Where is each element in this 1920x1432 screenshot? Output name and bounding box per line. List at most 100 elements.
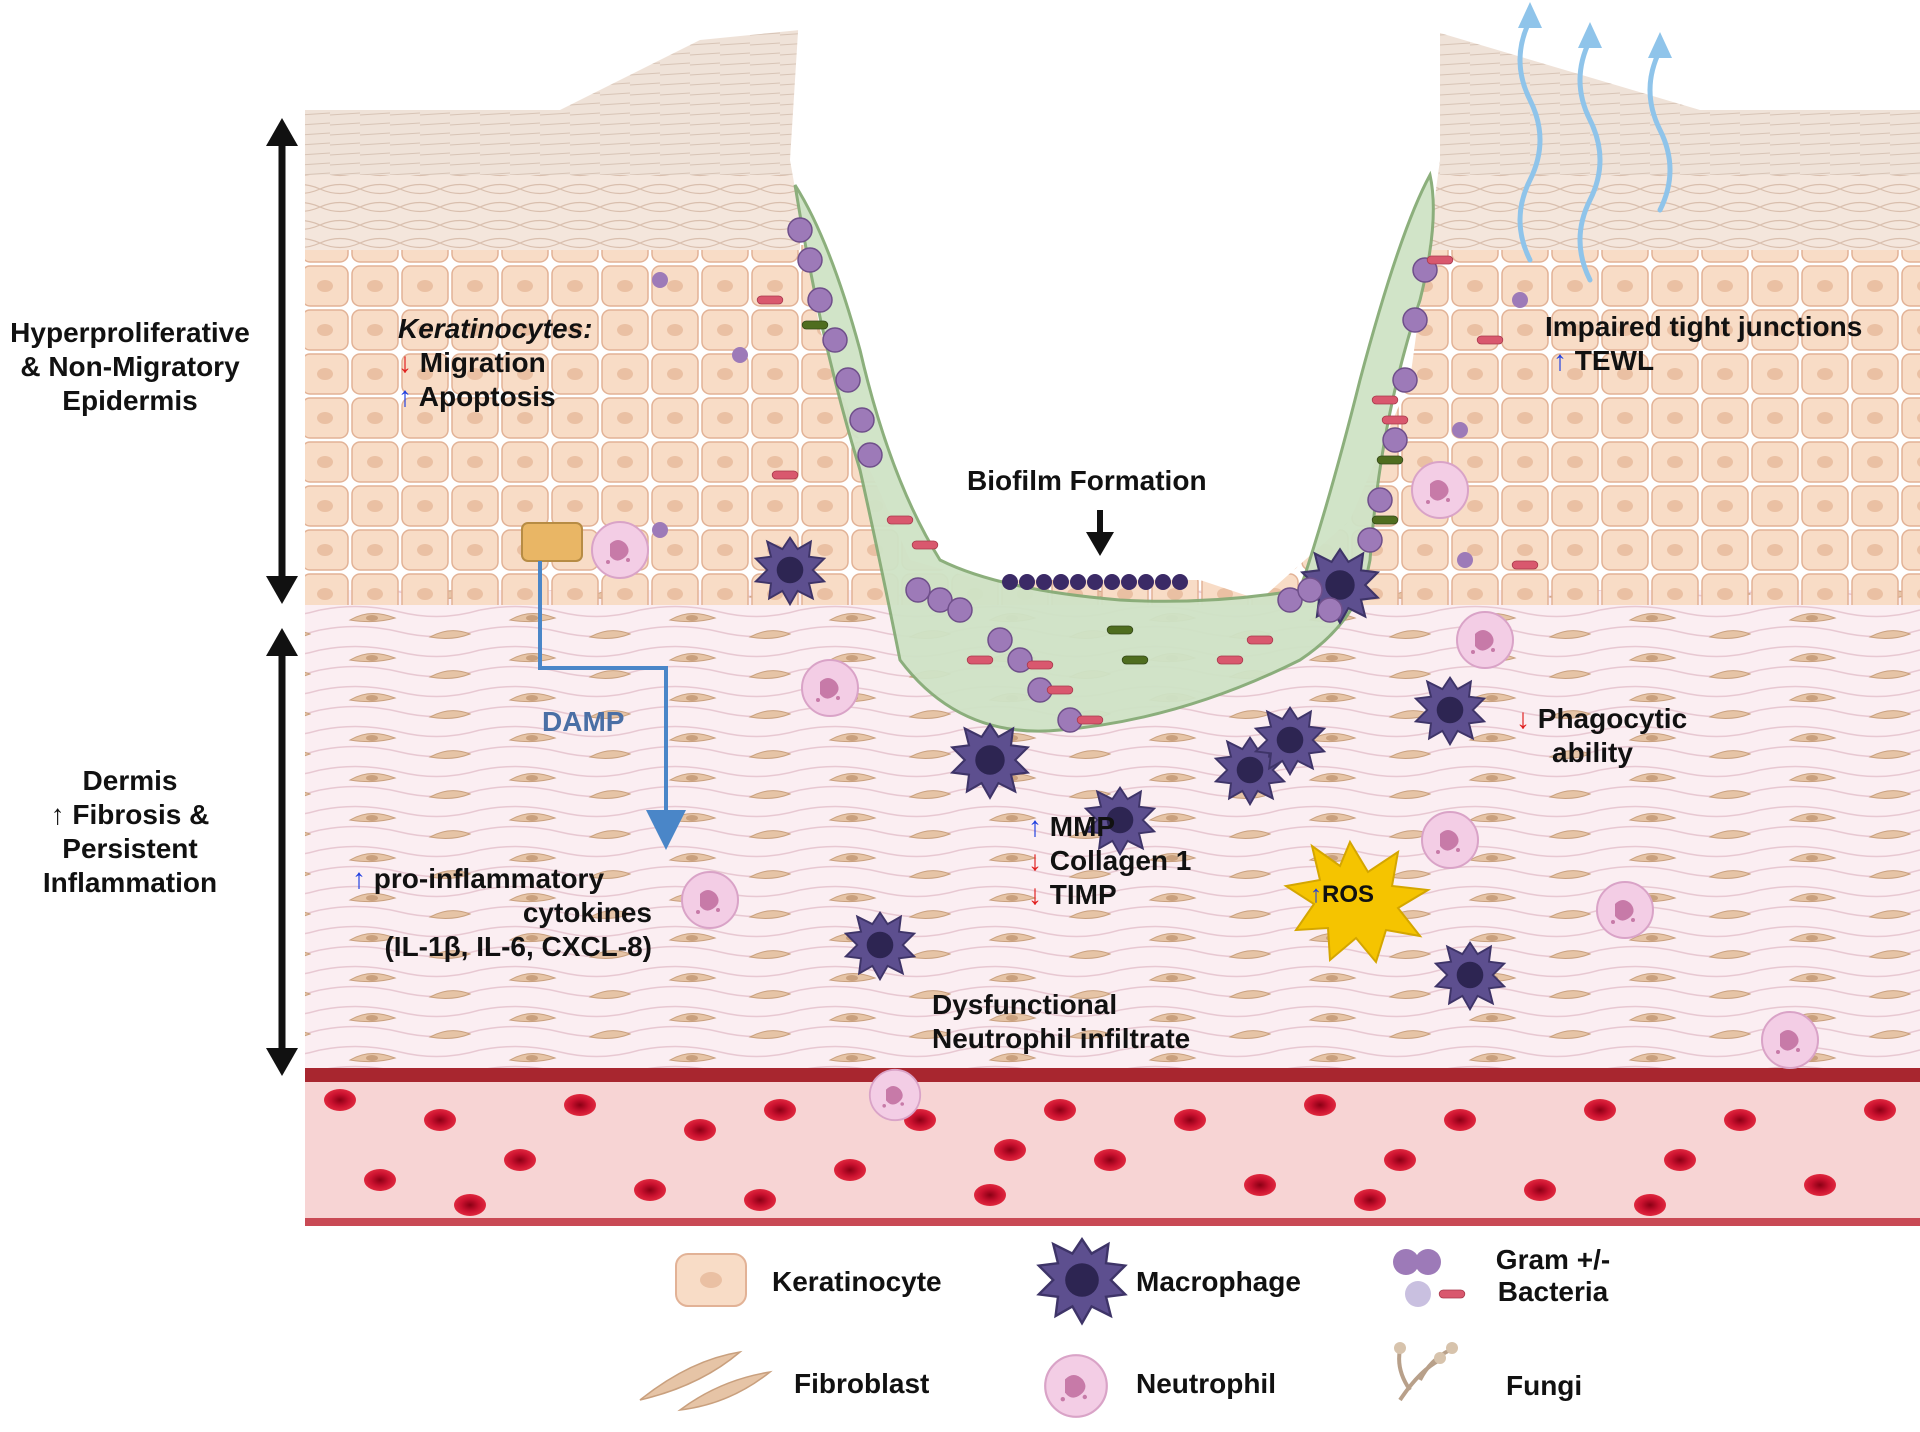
apoptosis-row: ↑ Apoptosis — [398, 380, 593, 414]
bacteria-icon — [652, 272, 668, 288]
keratinocytes-title: Keratinocytes: — [398, 313, 593, 344]
bacteria-icon — [987, 627, 1013, 653]
red-blood-cell — [1804, 1174, 1836, 1196]
epidermis-label-line: & Non-Migratory — [20, 351, 240, 383]
dermis-label: Dermis ↑ Fibrosis & Persistent Inflammat… — [0, 764, 260, 901]
red-blood-cell — [684, 1119, 716, 1141]
bacteria-legend-icon — [1415, 1249, 1441, 1275]
red-blood-cell — [364, 1169, 396, 1191]
down-arrow-icon: ↓ — [398, 347, 412, 379]
neutrophil-icon — [801, 659, 859, 717]
cytokines-line1: pro-inflammatory — [373, 863, 605, 894]
cytokines-label: ↑ pro-inflammatory cytokines (IL-1β, IL-… — [352, 862, 652, 964]
red-blood-cell — [504, 1149, 536, 1171]
bacteria-chain-link — [1002, 574, 1018, 590]
red-blood-cell — [424, 1109, 456, 1131]
migration-text: Migration — [419, 347, 546, 379]
macrophage-legend-icon — [1037, 1237, 1127, 1325]
mmp-text: MMP — [1049, 811, 1116, 842]
red-blood-cell — [974, 1184, 1006, 1206]
bacteria-chain-link — [1104, 574, 1120, 590]
red-blood-cell — [1724, 1109, 1756, 1131]
dermis-fibrosis-text: Fibrosis & — [72, 799, 210, 831]
bacteria-icon — [1367, 487, 1393, 513]
timp-row: ↓ TIMP — [1028, 878, 1191, 912]
bacteria-icon — [905, 577, 931, 603]
fibroblast-legend-icon — [677, 1370, 773, 1412]
bacteria-chain-link — [1070, 574, 1086, 590]
tight-junctions-text: Impaired tight junctions — [1545, 311, 1863, 342]
up-arrow-icon: ↑ — [1028, 811, 1042, 842]
bacteria-chain-link — [1019, 574, 1035, 590]
bacteria-rod-icon — [1511, 560, 1539, 570]
bacteria-legend-icon — [1405, 1281, 1431, 1307]
neutrophil-icon — [868, 1068, 922, 1122]
neutrophil-infiltrate-line1: Dysfunctional — [932, 989, 1118, 1020]
bacteria-chain-link — [1121, 574, 1137, 590]
red-blood-cell — [1444, 1109, 1476, 1131]
ros-label: ↑ROS — [1310, 880, 1374, 909]
bacteria-icon — [1457, 552, 1473, 568]
epidermis-label-line: Hyperproliferative — [10, 317, 250, 348]
bacteria-chain-link — [1138, 574, 1154, 590]
down-arrow-icon: ↓ — [1028, 845, 1042, 877]
up-arrow-icon: ↑ — [50, 799, 65, 831]
legend-keratinocyte-label: Keratinocyte — [772, 1266, 942, 1297]
legend-fungi-label: Fungi — [1506, 1370, 1583, 1401]
red-blood-cell — [1044, 1099, 1076, 1121]
timp-text: TIMP — [1049, 879, 1117, 911]
enzymes-label: ↑ MMP ↓ Collagen 1 ↓ TIMP — [1028, 810, 1191, 912]
legend-bacteria-line1: Gram +/- — [1495, 1244, 1611, 1275]
apoptosis-text: Apoptosis — [418, 381, 556, 413]
bacteria-chain-link — [1036, 574, 1052, 590]
dermis-label-line: Inflammation — [42, 867, 218, 899]
keratinocytes-label: Keratinocytes: ↓ Migration ↑ Apoptosis — [398, 312, 593, 414]
bacteria-rod-icon — [1371, 515, 1399, 525]
bacteria-icon — [835, 367, 861, 393]
red-blood-cell — [454, 1194, 486, 1216]
legend-macrophage-label: Macrophage — [1136, 1266, 1301, 1297]
bacteria-legend-rod-icon — [1438, 1289, 1466, 1299]
bacteria-chain-link — [1172, 574, 1188, 590]
bacteria-icon — [1392, 367, 1418, 393]
bacteria-icon — [1512, 292, 1528, 308]
bacteria-icon — [1402, 307, 1428, 333]
tewl-row: ↑ TEWL — [1545, 344, 1862, 378]
bacteria-rod-icon — [1376, 455, 1404, 465]
down-arrow-icon: ↓ — [1516, 703, 1530, 734]
neutrophil-icon — [1421, 811, 1479, 869]
dermis-label-line: ↑ Fibrosis & — [0, 798, 260, 832]
bacteria-rod-icon — [1381, 415, 1409, 425]
bacteria-rod-icon — [886, 515, 914, 525]
neutrophil-infiltrate-line2: Neutrophil infiltrate — [932, 1023, 1191, 1055]
bacteria-icon — [857, 442, 883, 468]
red-blood-cell — [834, 1159, 866, 1181]
migration-row: ↓ Migration — [398, 346, 593, 380]
fungi-legend-spore — [1446, 1342, 1458, 1354]
red-blood-cell — [1174, 1109, 1206, 1131]
bacteria-icon — [1382, 427, 1408, 453]
collagen-text: Collagen 1 — [1049, 845, 1192, 877]
dermis-label-line: Dermis — [82, 765, 178, 796]
epidermis-label: Hyperproliferative & Non-Migratory Epide… — [0, 316, 260, 418]
red-blood-cell — [994, 1139, 1026, 1161]
neutrophil-icon — [1596, 881, 1654, 939]
bacteria-icon — [1007, 647, 1033, 673]
red-blood-cell — [1094, 1149, 1126, 1171]
fibroblast-legend-icon — [639, 1350, 743, 1401]
bacteria-icon — [732, 347, 748, 363]
neutrophil-icon — [1456, 611, 1514, 669]
red-blood-cell — [1584, 1099, 1616, 1121]
dermis-label-line: Persistent — [62, 833, 198, 865]
neutrophil-infiltrate-label: Dysfunctional Neutrophil infiltrate — [932, 988, 1190, 1056]
up-arrow-icon: ↑ — [1310, 881, 1322, 908]
red-blood-cell — [744, 1189, 776, 1211]
bacteria-chain-link — [1087, 574, 1103, 590]
biofilm-label: Biofilm Formation — [967, 465, 1207, 496]
neutrophil-legend-icon — [1044, 1354, 1108, 1418]
bacteria-rod-icon — [911, 540, 939, 550]
neutrophil-icon — [1761, 1011, 1819, 1069]
up-arrow-icon: ↑ — [398, 381, 412, 413]
red-blood-cell — [1664, 1149, 1696, 1171]
